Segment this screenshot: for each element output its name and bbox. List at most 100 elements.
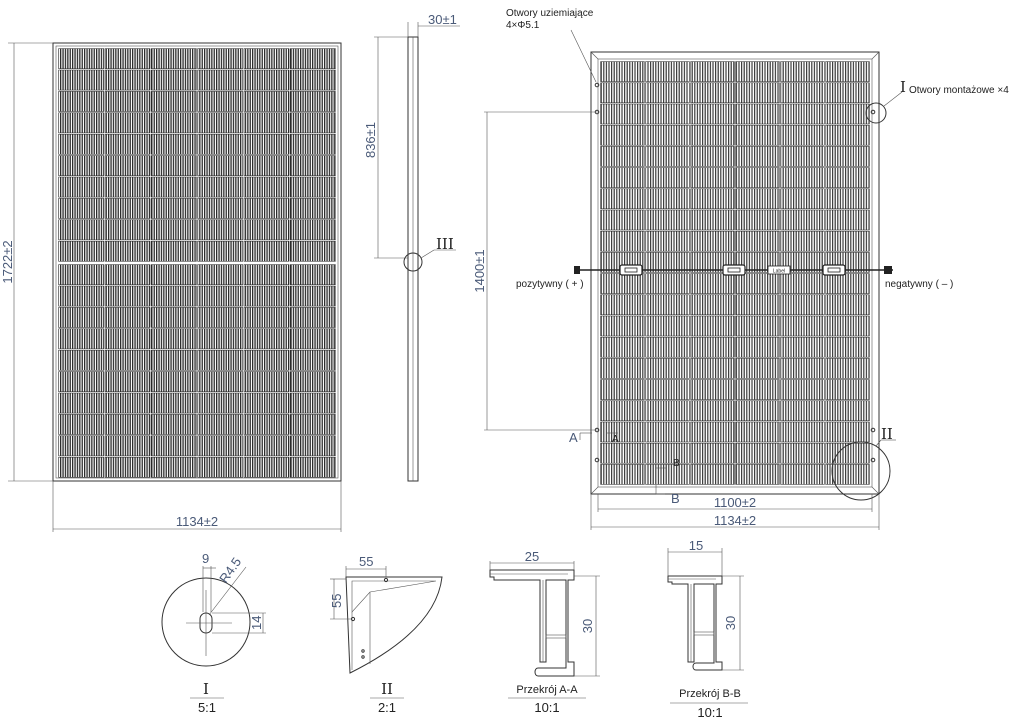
solar-cell bbox=[197, 176, 243, 198]
solar-cell bbox=[600, 188, 645, 210]
solar-cell bbox=[645, 464, 690, 485]
solar-cell bbox=[735, 82, 780, 104]
solar-cell bbox=[735, 273, 780, 294]
solar-cell bbox=[151, 392, 197, 414]
solar-cell bbox=[104, 112, 151, 134]
solar-cell bbox=[290, 91, 336, 112]
solar-cell bbox=[58, 112, 104, 134]
solar-cell bbox=[600, 379, 645, 400]
solar-cell bbox=[151, 264, 197, 285]
solar-cell bbox=[197, 414, 243, 435]
solar-cell bbox=[104, 307, 151, 328]
grounding-holes-spec: 4×Φ5.1 bbox=[506, 20, 540, 31]
solar-cell bbox=[151, 176, 197, 198]
solar-cell bbox=[780, 442, 825, 464]
rear-view: Otwory uziemiające 4×Φ5.1 I Otwory monta… bbox=[472, 8, 1009, 530]
front-frame-inner bbox=[55, 45, 339, 479]
solar-cell bbox=[151, 133, 197, 155]
solar-cell bbox=[58, 219, 104, 241]
solar-cell bbox=[243, 414, 290, 435]
detail-ii-dim-top: 55 bbox=[359, 554, 373, 569]
solar-cell bbox=[735, 358, 780, 379]
solar-cell bbox=[58, 240, 104, 262]
solar-cell bbox=[243, 176, 290, 198]
solar-cell bbox=[197, 198, 243, 219]
solar-cell bbox=[690, 82, 735, 104]
solar-cell bbox=[104, 285, 151, 307]
solar-cell bbox=[780, 400, 825, 422]
solar-cell bbox=[243, 435, 290, 457]
solar-cell bbox=[290, 112, 336, 134]
solar-cell bbox=[104, 198, 151, 219]
section-b-mark: B bbox=[671, 491, 680, 506]
section-bb-title: Przekrój B-B bbox=[679, 688, 741, 700]
solar-cell bbox=[690, 336, 735, 358]
solar-cell bbox=[58, 48, 104, 69]
solar-cell bbox=[151, 414, 197, 435]
solar-cell bbox=[780, 146, 825, 167]
solar-cell bbox=[825, 379, 870, 400]
solar-cell bbox=[600, 421, 645, 443]
solar-cell bbox=[645, 146, 690, 167]
solar-cell bbox=[600, 61, 645, 82]
solar-cell bbox=[690, 358, 735, 379]
solar-cell bbox=[197, 155, 243, 176]
solar-cell bbox=[690, 421, 735, 443]
solar-cell bbox=[735, 442, 780, 464]
solar-cell bbox=[58, 307, 104, 328]
grounding-holes-label: Otwory uziemiające bbox=[506, 8, 594, 19]
solar-cell bbox=[197, 91, 243, 112]
corner-shape bbox=[345, 576, 443, 674]
solar-cell bbox=[780, 124, 825, 146]
profile-bb bbox=[667, 575, 723, 671]
solar-cell bbox=[825, 273, 870, 294]
solar-cell bbox=[600, 146, 645, 167]
solar-cell bbox=[735, 124, 780, 146]
solar-cell bbox=[151, 435, 197, 457]
solar-cell bbox=[290, 349, 336, 371]
junction-box bbox=[822, 264, 846, 276]
solar-cell bbox=[290, 264, 336, 285]
solar-cell bbox=[58, 91, 104, 112]
solar-cell bbox=[151, 91, 197, 112]
solar-cell bbox=[243, 371, 290, 392]
solar-cell bbox=[58, 264, 104, 285]
negative-label: negatywny ( – ) bbox=[885, 279, 953, 290]
rear-cell-grid bbox=[600, 61, 870, 485]
solar-cell bbox=[104, 328, 151, 350]
solar-cell bbox=[151, 285, 197, 307]
solar-cell bbox=[104, 392, 151, 414]
connector-positive bbox=[574, 266, 580, 274]
solar-cell bbox=[645, 103, 690, 125]
solar-cell bbox=[735, 294, 780, 316]
section-bb-dim-height: 30 bbox=[723, 616, 738, 630]
profile-aa bbox=[489, 569, 575, 677]
solar-cell bbox=[243, 219, 290, 241]
solar-cell bbox=[825, 442, 870, 464]
solar-cell bbox=[825, 336, 870, 358]
solar-cell bbox=[600, 294, 645, 316]
solar-cell bbox=[690, 103, 735, 125]
solar-cell bbox=[600, 336, 645, 358]
solar-cell bbox=[690, 464, 735, 485]
detail-i-dim-r: R4.5 bbox=[216, 555, 244, 586]
solar-cell bbox=[151, 240, 197, 262]
solar-cell bbox=[690, 273, 735, 294]
solar-cell bbox=[243, 456, 290, 478]
solar-cell bbox=[151, 307, 197, 328]
solar-cell bbox=[780, 167, 825, 188]
solar-cell bbox=[151, 219, 197, 241]
grounding-leader bbox=[570, 29, 597, 83]
solar-cell bbox=[825, 188, 870, 210]
solar-cell bbox=[243, 349, 290, 371]
section-aa-dim-width: 25 bbox=[525, 549, 539, 564]
section-aa-scale: 10:1 bbox=[534, 700, 559, 715]
solar-cell bbox=[58, 414, 104, 435]
solar-cell bbox=[645, 82, 690, 104]
solar-cell bbox=[780, 379, 825, 400]
solar-cell bbox=[645, 61, 690, 82]
solar-cell bbox=[645, 209, 690, 231]
solar-cell bbox=[645, 358, 690, 379]
solar-cell bbox=[645, 188, 690, 210]
